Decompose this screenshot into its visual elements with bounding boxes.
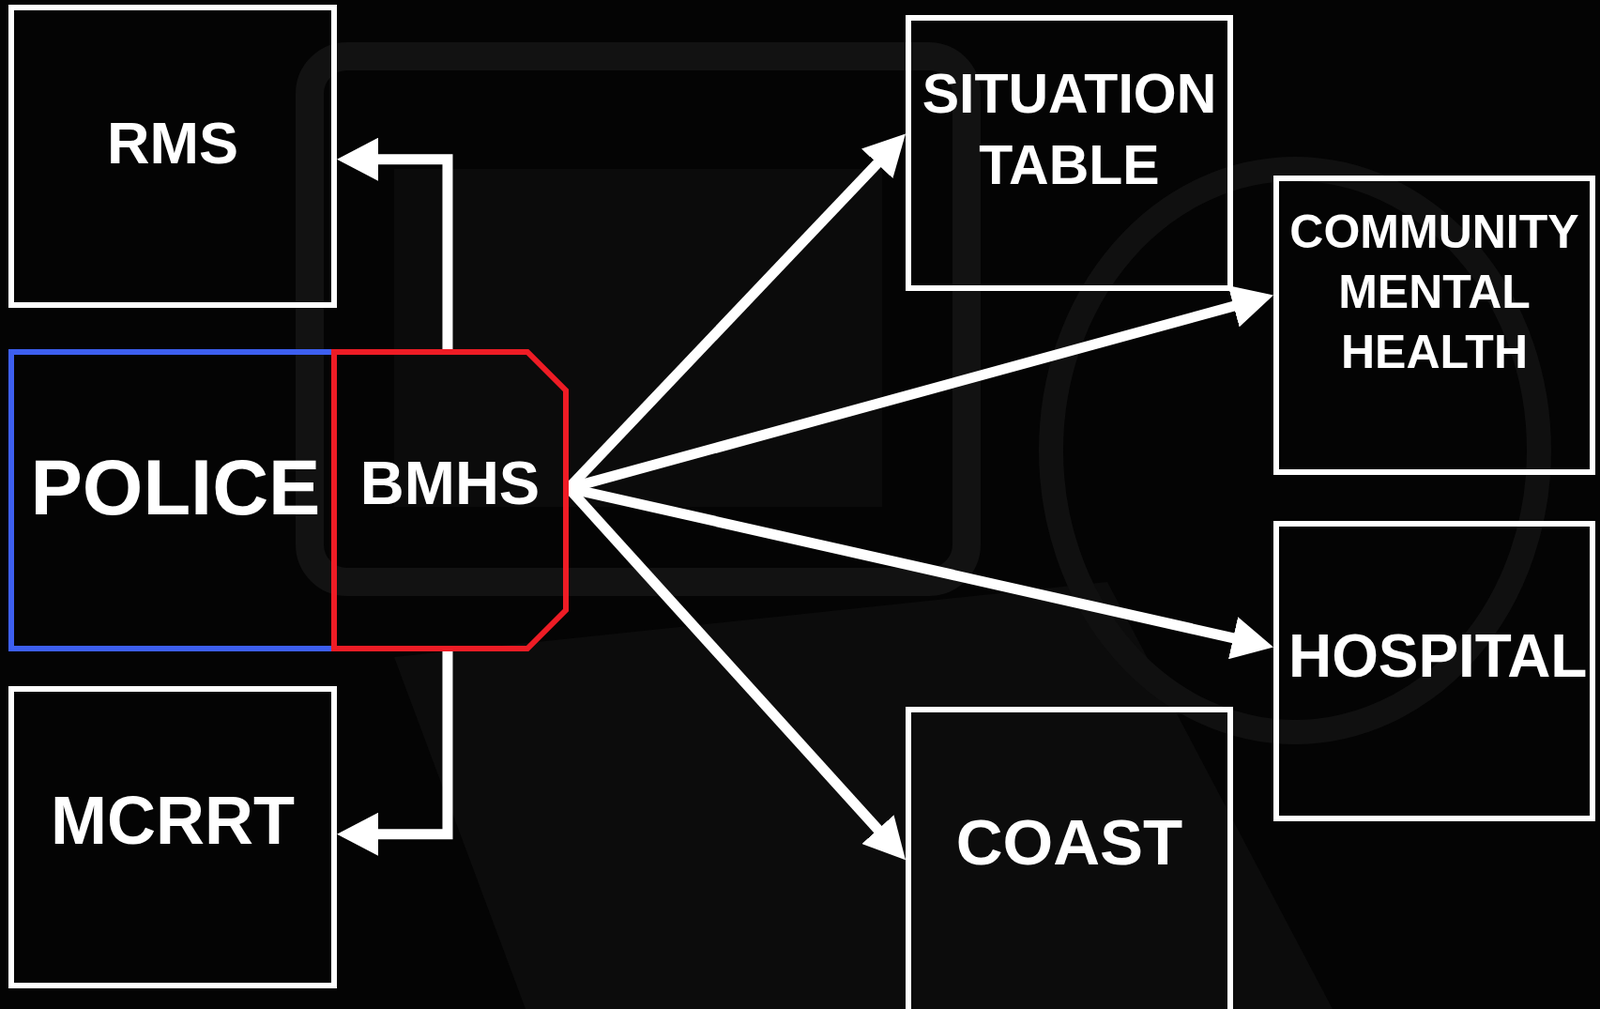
arrow-connector — [568, 487, 1247, 641]
keyboard-shape — [394, 581, 1333, 1009]
system-box: RMS — [8, 4, 337, 308]
node-label: BMHS — [331, 443, 569, 522]
node-label: HOSPITAL — [1279, 618, 1590, 696]
hub-box: BMHS — [331, 349, 569, 652]
node-label: POLICE — [14, 438, 337, 538]
arrow-connector — [568, 487, 887, 839]
service-box: COAST — [905, 706, 1234, 1009]
arrow-connector — [365, 159, 448, 350]
service-box: SITUATION TABLE — [905, 15, 1234, 291]
team-box: MCRRT — [8, 685, 337, 989]
arrow-connector — [568, 303, 1247, 489]
service-box: HOSPITAL — [1273, 520, 1596, 822]
agency-box: POLICE — [8, 349, 337, 652]
node-label: SITUATION TABLE — [911, 59, 1228, 201]
service-box: COMMUNITY MENTAL HEALTH — [1273, 175, 1596, 475]
node-label: COAST — [911, 801, 1228, 884]
node-label: COMMUNITY MENTAL HEALTH — [1279, 201, 1590, 382]
node-label: MCRRT — [14, 777, 332, 864]
arrow-connector — [365, 651, 448, 835]
node-label: RMS — [14, 105, 332, 182]
arrow-connector — [568, 153, 886, 488]
